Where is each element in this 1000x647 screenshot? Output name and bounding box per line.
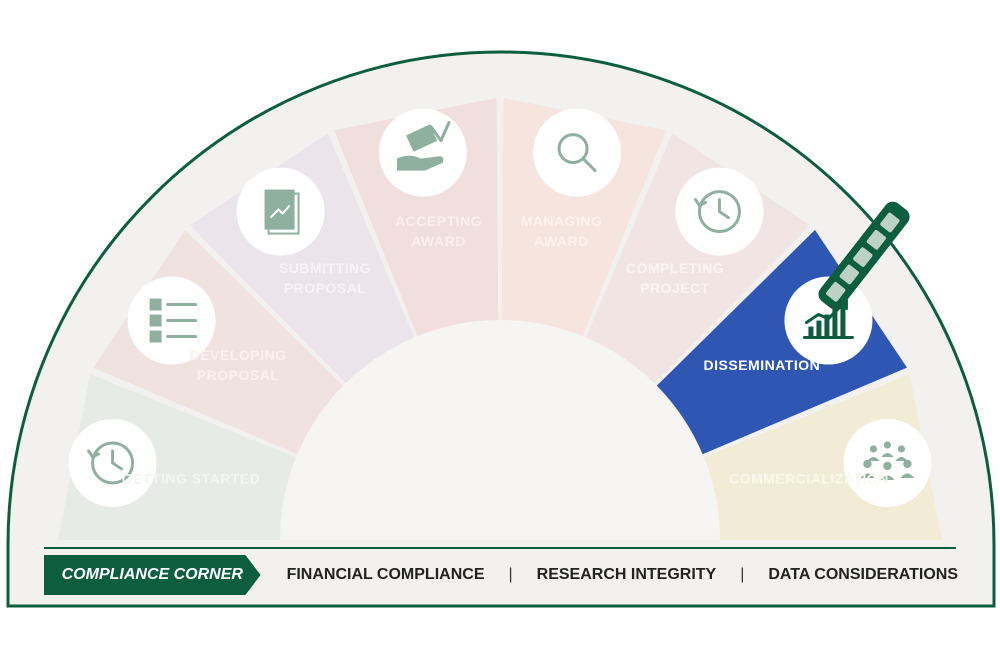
financial-compliance-link[interactable]: FINANCIAL COMPLIANCE xyxy=(286,566,485,583)
money-hand-icon xyxy=(378,108,467,197)
segment-managing-award[interactable]: MANAGING AWARD xyxy=(501,98,666,337)
segment-ring: GETTING STARTEDDEVELOPINGPROPOSALSUBMITT… xyxy=(58,98,942,540)
segment-label: COMMERCIALIZATION xyxy=(729,471,889,487)
segment-label: SUBMITTING xyxy=(279,260,371,276)
segment-getting-started[interactable]: GETTING STARTED xyxy=(58,374,297,540)
segment-label: AWARD xyxy=(411,233,466,249)
nav-separator: | xyxy=(508,566,513,583)
segment-submitting-proposal[interactable]: SUBMITTING PROPOSAL xyxy=(189,132,415,384)
magnifier-icon xyxy=(533,108,622,197)
segment-label: ACCEPTING xyxy=(395,213,482,229)
checklist-icon xyxy=(127,276,216,365)
document-chart-icon xyxy=(236,167,325,256)
segment-label: MANAGING xyxy=(521,213,603,229)
segment-accepting-award[interactable]: ACCEPTING AWARD xyxy=(334,98,499,337)
segment-label: AWARD xyxy=(534,233,589,249)
train-indicator-icon xyxy=(818,201,910,310)
segment-label: PROJECT xyxy=(640,280,710,296)
data-considerations-link[interactable]: DATA CONSIDERATIONS xyxy=(768,566,958,583)
segment-developing-proposal[interactable]: DEVELOPING PROPOSAL xyxy=(92,229,344,455)
nav-separator: | xyxy=(740,566,745,583)
compliance-corner-label: COMPLIANCE CORNER xyxy=(61,566,243,583)
segment-label: DEVELOPING xyxy=(190,347,287,363)
segment-commercialization[interactable]: COMMERCIALIZATION xyxy=(703,374,942,540)
people-group-icon xyxy=(843,418,932,507)
compliance-corner-button[interactable]: COMPLIANCE CORNER xyxy=(44,555,261,595)
research-integrity-link[interactable]: RESEARCH INTEGRITY xyxy=(536,566,717,583)
segment-label: GETTING STARTED xyxy=(122,471,261,487)
segment-label: COMPLETING xyxy=(626,260,724,276)
segment-label: DISSEMINATION xyxy=(704,357,821,373)
clock-icon xyxy=(675,167,764,256)
segment-label: PROPOSAL xyxy=(284,280,367,296)
clock-icon xyxy=(68,418,157,507)
segment-label: PROPOSAL xyxy=(197,367,280,383)
inner-semicircle xyxy=(280,320,720,540)
segment-completing-project[interactable]: COMPLETING PROJECT xyxy=(585,132,811,384)
bottom-nav-bar: COMPLIANCE CORNER FINANCIAL COMPLIANCE |… xyxy=(44,552,958,598)
